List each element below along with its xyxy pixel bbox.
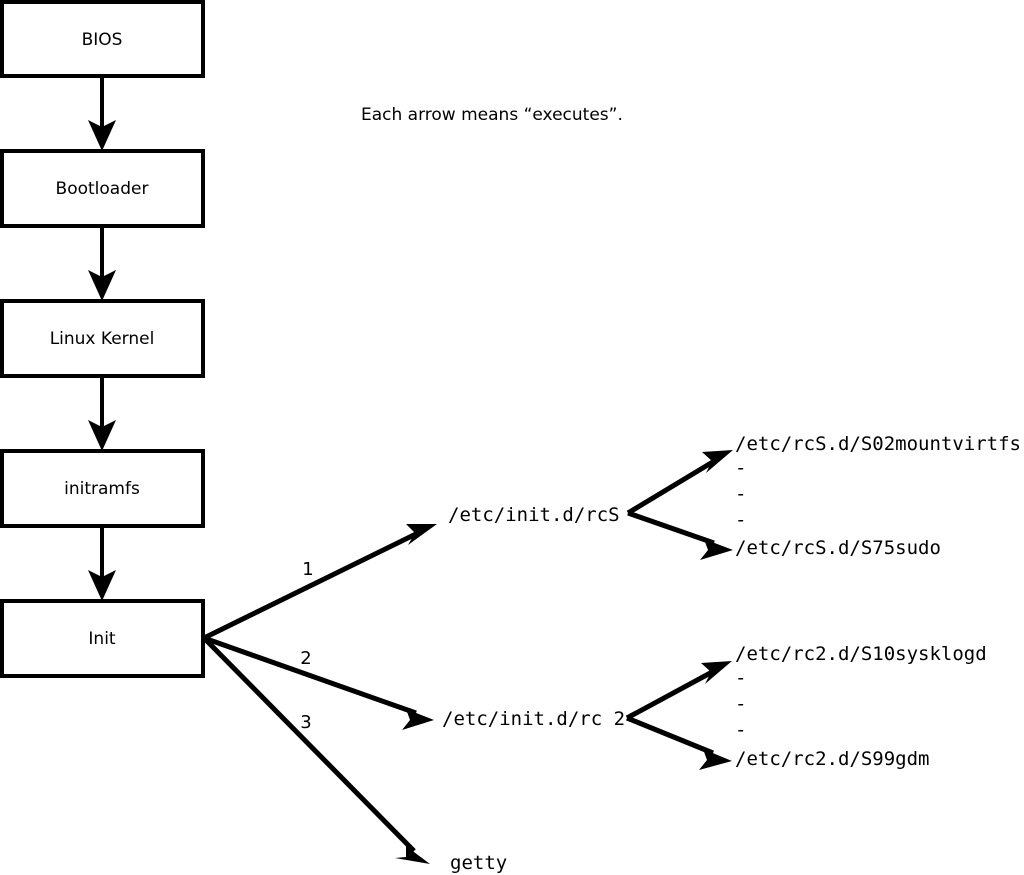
box-initramfs-rect	[0, 449, 205, 528]
label-rc2-last-script: /etc/rc2.d/S99gdm	[735, 748, 929, 770]
arrow-bootloader-to-kernel	[88, 226, 116, 301]
branch-number-1: 1	[302, 559, 313, 580]
box-bios-label: BIOS	[82, 30, 123, 50]
box-bios-rect	[0, 0, 205, 78]
box-bootloader[interactable]: Bootloader	[0, 149, 205, 228]
box-bios[interactable]: BIOS	[0, 0, 205, 78]
label-rc2-ellipsis-3: -	[735, 719, 746, 741]
arrow-init-branch-1	[202, 524, 437, 641]
label-init-d-rc2: /etc/init.d/rc 2	[442, 708, 625, 730]
arrow-init-branch-2	[203, 635, 434, 730]
box-init-rect	[0, 599, 205, 678]
arrow-rcs-to-last-script	[627, 510, 733, 560]
box-linux-kernel-label: Linux Kernel	[50, 329, 155, 349]
label-rcs-ellipsis-3: -	[735, 509, 746, 531]
diagram-caption: Each arrow means “executes”.	[361, 105, 623, 125]
arrow-initramfs-to-init	[88, 526, 116, 601]
arrow-bios-to-bootloader	[88, 76, 116, 151]
arrow-rcs-to-first-script	[626, 450, 733, 516]
box-initramfs-label: initramfs	[64, 479, 140, 499]
label-rc2-ellipsis-2: -	[735, 693, 746, 715]
label-rcs-first-script: /etc/rcS.d/S02mountvirtfs	[735, 433, 1021, 455]
label-rcs-last-script: /etc/rcS.d/S75sudo	[735, 537, 941, 559]
label-init-d-rcs: /etc/init.d/rcS	[448, 504, 620, 526]
box-init-label: Init	[88, 629, 116, 649]
box-bootloader-label: Bootloader	[56, 179, 149, 199]
box-linux-kernel[interactable]: Linux Kernel	[0, 299, 205, 378]
box-initramfs[interactable]: initramfs	[0, 449, 205, 528]
label-rcs-ellipsis-2: -	[735, 483, 746, 505]
label-getty: getty	[450, 852, 507, 874]
label-rcs-ellipsis-1: -	[735, 457, 746, 479]
arrow-rc2-to-last-script	[626, 715, 732, 770]
branch-number-3: 3	[300, 712, 311, 733]
box-init[interactable]: Init	[0, 599, 205, 678]
arrow-kernel-to-initramfs	[88, 376, 116, 451]
arrow-init-branch-3	[202, 636, 430, 864]
label-rc2-first-script: /etc/rc2.d/S10sysklogd	[735, 643, 987, 665]
arrow-rc2-to-first-script	[625, 661, 732, 721]
label-rc2-ellipsis-1: -	[735, 667, 746, 689]
branch-number-2: 2	[300, 648, 311, 669]
